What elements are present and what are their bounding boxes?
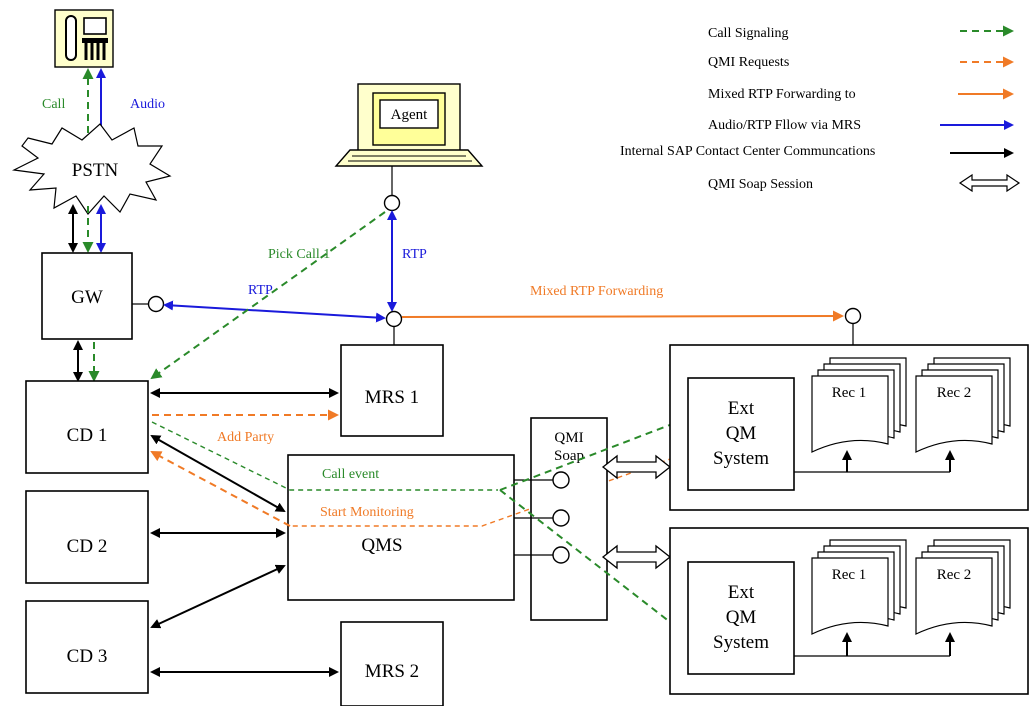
qmi-soap-label-2: Soap <box>554 448 584 464</box>
start-monitoring-annotation: Start Monitoring <box>320 505 414 520</box>
call-event-signal <box>151 421 498 491</box>
ext2-label-2: QM <box>726 607 757 628</box>
cd3-label: CD 3 <box>67 646 108 667</box>
ext1-label-3: System <box>713 448 769 469</box>
qmi-port-2 <box>552 509 570 527</box>
rec1-label-panel1: Rec 1 <box>832 385 867 401</box>
mrs1-box <box>340 344 444 437</box>
cd2-label: CD 2 <box>67 536 108 557</box>
cd1-qms-link <box>150 435 286 512</box>
agent-label-box <box>379 99 439 129</box>
mrs2-label: MRS 2 <box>365 661 419 682</box>
start-monitoring-request <box>150 451 291 527</box>
qmi-soap-session-1 <box>601 454 672 480</box>
mrs1-rtp-port <box>385 310 403 328</box>
cd1-box <box>25 380 149 474</box>
phone-icon <box>54 9 114 68</box>
pick-call-annotation: Pick Call 1 <box>268 247 330 262</box>
rtp-gw-annotation: RTP <box>248 283 273 298</box>
legend-label-audio-rtp: Audio/RTP Fllow via MRS <box>708 118 861 133</box>
qms-label: QMS <box>361 535 402 556</box>
qmi-port-1 <box>552 471 570 489</box>
rec1-label-panel2: Rec 1 <box>832 567 867 583</box>
legend-label-internal-sap: Internal SAP Contact Center Communcation… <box>620 144 875 159</box>
rec1-stack-2: Rec 1 <box>811 539 907 635</box>
ext1-label-1: Ext <box>728 398 755 419</box>
mrs2-box <box>340 621 444 706</box>
agent-keyboard <box>334 149 484 167</box>
legend: Call Signaling QMI Requests Mixed RTP Fo… <box>620 25 1021 193</box>
add-party-annotation: Add Party <box>217 430 274 445</box>
agent-label: Agent <box>391 107 428 123</box>
ext2-box <box>687 561 795 675</box>
cd2-box <box>25 490 149 584</box>
legend-label-qmi-soap: QMI Soap Session <box>708 177 813 192</box>
qmi-soap-session-2 <box>601 544 672 570</box>
gw-box <box>41 252 133 340</box>
rec2-stack-1: Rec 2 <box>915 357 1011 453</box>
legend-label-qmi-requests: QMI Requests <box>708 55 789 70</box>
ext2-label-1: Ext <box>728 582 755 603</box>
legend-label-mixed-rtp: Mixed RTP Forwarding to <box>708 87 856 102</box>
ext2-label-3: System <box>713 632 769 653</box>
audio-annotation: Audio <box>130 97 165 112</box>
ext1-box <box>687 377 795 491</box>
legend-double-arrow-qmi-soap <box>958 173 1021 193</box>
mixed-rtp-annotation: Mixed RTP Forwarding <box>530 284 663 299</box>
ext1-label-2: QM <box>726 423 757 444</box>
recorder-rtp-port <box>844 307 862 325</box>
rtp-agent-annotation: RTP <box>402 247 427 262</box>
call-annotation: Call <box>42 97 65 112</box>
cd3-qms-link <box>150 564 286 629</box>
cd1-label: CD 1 <box>67 425 108 446</box>
start-monitoring-path <box>290 451 691 527</box>
call-signal-ext1 <box>499 416 690 491</box>
rec2-label-panel1: Rec 2 <box>937 385 972 401</box>
gw-rtp-port <box>147 295 165 313</box>
cd3-box <box>25 600 149 694</box>
pstn-label: PSTN <box>72 160 119 181</box>
call-signal-ext2 <box>499 489 690 638</box>
qmi-port-3 <box>552 546 570 564</box>
call-event-annotation: Call event <box>322 467 379 482</box>
rec1-stack-1: Rec 1 <box>811 357 907 453</box>
rec2-stack-2: Rec 2 <box>915 539 1011 635</box>
pstn-cloud: PSTN <box>11 123 172 215</box>
qmi-soap-label-1: QMI <box>554 430 583 446</box>
mrs1-label: MRS 1 <box>365 387 419 408</box>
qms-box <box>287 454 515 601</box>
gw-mrs-rtp <box>163 300 386 323</box>
agent-rtp-port <box>383 194 401 212</box>
gw-label: GW <box>71 287 103 308</box>
rec2-label-panel2: Rec 2 <box>937 567 972 583</box>
mixed-rtp-forwarding-line <box>401 310 844 322</box>
agent-computer: Agent <box>334 83 484 167</box>
legend-label-call-signaling: Call Signaling <box>708 26 789 41</box>
